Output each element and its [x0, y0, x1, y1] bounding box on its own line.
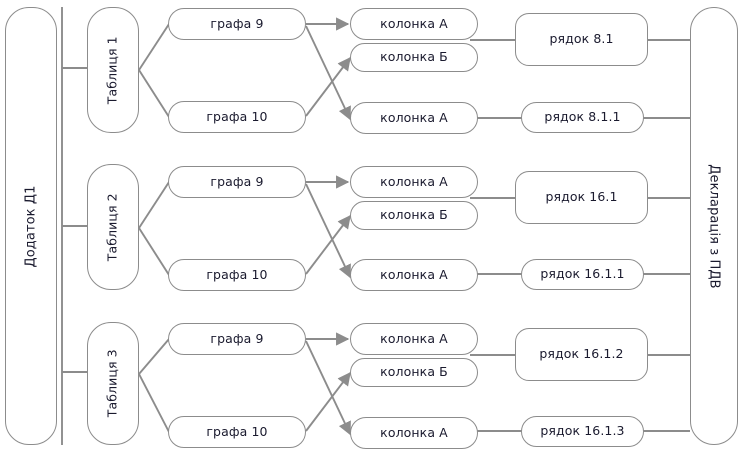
node-column-b-2[interactable]: колонка Б	[350, 201, 478, 230]
node-table-1-label: Таблиця 1	[104, 36, 120, 104]
node-row-16-1-3[interactable]: рядок 16.1.3	[521, 416, 644, 447]
node-table-3[interactable]: Таблиця 3	[87, 322, 139, 445]
node-deklaratsiya-pdv[interactable]: Декларація з ПДВ	[690, 7, 738, 445]
node-field-grafa10-1-label: графа 10	[206, 108, 268, 124]
node-table-2[interactable]: Таблиця 2	[87, 164, 139, 290]
node-field-grafa10-3-label: графа 10	[206, 423, 268, 439]
wire-table2-to-grafa9	[138, 181, 170, 229]
node-dodatok-d1-label: Додаток Д1	[23, 184, 39, 268]
wire-table1-to-grafa10	[138, 69, 170, 118]
node-column-a-low-1-label: колонка А	[380, 109, 448, 125]
wire-grafa9-to-kolonkaA-low-1	[305, 25, 351, 121]
node-column-a-low-2[interactable]: колонка А	[350, 259, 478, 291]
node-field-grafa9-3[interactable]: графа 9	[168, 323, 306, 355]
node-row-16-1-2-label: рядок 16.1.2	[539, 346, 624, 362]
node-row-8-1-1[interactable]: рядок 8.1.1	[521, 102, 644, 133]
node-row-16-1[interactable]: рядок 16.1	[515, 171, 648, 224]
node-row-8-1[interactable]: рядок 8.1	[515, 13, 648, 66]
node-field-grafa10-2[interactable]: графа 10	[168, 259, 306, 291]
node-column-b-1-label: колонка Б	[380, 49, 448, 65]
wire-table1-to-grafa9	[138, 23, 170, 71]
node-row-16-1-2[interactable]: рядок 16.1.2	[515, 328, 648, 381]
node-column-a-2-label: колонка А	[380, 173, 448, 189]
node-column-b-2-label: колонка Б	[380, 207, 448, 223]
node-column-b-1[interactable]: колонка Б	[350, 43, 478, 72]
wire-table2-to-grafa10	[138, 227, 170, 276]
wire-grafa9-to-kolonkaA-low-2	[305, 183, 351, 279]
node-row-16-1-1-label: рядок 16.1.1	[540, 266, 625, 282]
node-row-8-1-label: рядок 8.1	[549, 31, 614, 47]
node-column-a-low-2-label: колонка А	[380, 266, 448, 282]
node-field-grafa10-3[interactable]: графа 10	[168, 416, 306, 448]
node-column-a-low-1[interactable]: колонка А	[350, 102, 478, 134]
node-field-grafa9-2-label: графа 9	[210, 173, 264, 189]
wire-grafa10-to-kolonkaB-1	[305, 56, 351, 117]
node-field-grafa9-3-label: графа 9	[210, 330, 264, 346]
node-row-16-1-1[interactable]: рядок 16.1.1	[521, 259, 644, 290]
node-column-a-1[interactable]: колонка А	[350, 8, 478, 40]
node-column-a-3[interactable]: колонка А	[350, 323, 478, 355]
node-table-3-label: Таблиця 3	[104, 349, 120, 418]
node-row-8-1-1-label: рядок 8.1.1	[544, 109, 621, 125]
wire-grafa9-to-kolonkaA-low-3	[305, 340, 351, 436]
node-column-a-1-label: колонка А	[380, 15, 448, 31]
node-column-b-3-label: колонка Б	[380, 364, 448, 380]
node-field-grafa9-1[interactable]: графа 9	[168, 8, 306, 40]
node-field-grafa10-1[interactable]: графа 10	[168, 101, 306, 133]
node-column-a-low-3[interactable]: колонка А	[350, 417, 478, 449]
node-column-b-3[interactable]: колонка Б	[350, 358, 478, 387]
node-column-a-low-3-label: колонка А	[380, 424, 448, 440]
wire-grafa10-to-kolonkaB-3	[305, 371, 351, 432]
node-field-grafa9-1-label: графа 9	[210, 15, 264, 31]
node-field-grafa10-2-label: графа 10	[206, 266, 268, 282]
wire-grafa10-to-kolonkaB-2	[305, 214, 351, 275]
node-dodatok-d1[interactable]: Додаток Д1	[5, 7, 57, 445]
node-table-1[interactable]: Таблиця 1	[87, 7, 139, 133]
node-row-16-1-label: рядок 16.1	[545, 189, 618, 205]
wire-table3-to-grafa10	[138, 373, 170, 433]
wire-table3-to-grafa9	[138, 338, 170, 375]
node-column-a-2[interactable]: колонка А	[350, 166, 478, 198]
node-field-grafa9-2[interactable]: графа 9	[168, 166, 306, 198]
node-deklaratsiya-pdv-label: Декларація з ПДВ	[706, 163, 722, 289]
node-table-2-label: Таблиця 2	[104, 193, 120, 261]
node-row-16-1-3-label: рядок 16.1.3	[540, 423, 625, 439]
node-column-a-3-label: колонка А	[380, 330, 448, 346]
